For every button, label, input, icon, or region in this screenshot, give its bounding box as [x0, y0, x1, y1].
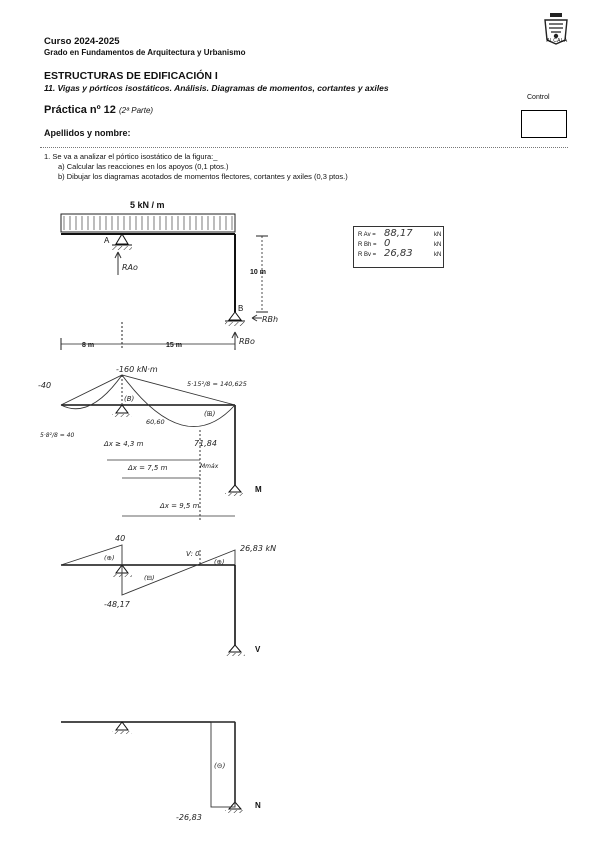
shear-zero-label: V: 0 — [186, 550, 200, 558]
reaction-unit: kN — [434, 252, 442, 258]
moment-dx3: Δx = 9,5 m — [159, 502, 200, 510]
moment-mid-value: 60,60 — [146, 418, 165, 426]
moment-peak: -160 kN·m — [116, 365, 158, 374]
reactions-box: R Av = 88,17 kN R Bh = 0 kN R Bv = 26,83… — [353, 226, 444, 268]
span-left: 8 m — [82, 342, 94, 349]
shear-sign-1: (⊕) — [104, 554, 115, 562]
course-year: Curso 2024-2025 — [44, 36, 120, 47]
question-1b: b) Dibujar los diagramas acotados de mom… — [58, 172, 348, 181]
page-subtitle: 11. Vigas y pórticos isostáticos. Anális… — [44, 83, 389, 93]
moment-sign-left: (B) — [124, 395, 135, 403]
moment-right-formula: 5·15²/8 = 140,625 — [187, 380, 247, 388]
reaction-value: 0 — [384, 238, 391, 249]
reaction-label: R Av = — [358, 232, 376, 238]
practica-title: Práctica nº 12 (2ª Parte) — [44, 104, 153, 116]
shear-sign-3: (⊕) — [214, 558, 225, 566]
load-arrows — [63, 216, 233, 230]
frame-diagram: 5 kN / m A B 10 m 8 m 15 m RAo RBh — [60, 200, 278, 350]
moment-diagram: -160 kN·m -40 5·8²/8 = 40 5·15²/8 = 140,… — [38, 365, 262, 520]
axial-value-bottom: -26,83 — [176, 813, 202, 822]
question-1a: a) Calcular las reacciones en los apoyos… — [58, 162, 229, 171]
control-label: Control — [527, 94, 550, 101]
reaction-bh-label: RBh — [262, 315, 278, 324]
axial-sign: (⊝) — [214, 762, 226, 770]
pin-support-b — [228, 311, 242, 321]
node-b-label: B — [238, 304, 243, 313]
height-label: 10 m — [250, 269, 266, 276]
node-a-label: A — [104, 236, 110, 245]
reaction-av-label: RAo — [122, 263, 138, 272]
reaction-unit: kN — [434, 242, 442, 248]
shear-value-right: 26,83 kN — [240, 544, 276, 553]
control-box — [521, 110, 567, 138]
shear-diagram: 40 26,83 kN -48,17 V: 0 (⊕) (⊟) (⊕) V — [60, 534, 276, 656]
axial-diagram-label: N — [255, 801, 261, 810]
moment-left-end: -40 — [38, 381, 51, 390]
page-title: ESTRUCTURAS DE EDIFICACIÓN I — [44, 70, 218, 82]
span-right: 15 m — [166, 342, 182, 349]
moment-max-value: 71,84 — [194, 439, 217, 448]
name-label: Apellidos y nombre: — [44, 128, 131, 138]
load-label: 5 kN / m — [130, 200, 165, 210]
practica-part: (2ª Parte) — [118, 106, 154, 115]
moment-left-formula: 5·8²/8 = 40 — [40, 432, 74, 439]
degree-name: Grado en Fundamentos de Arquitectura y U… — [44, 48, 246, 57]
divider — [40, 147, 568, 148]
reaction-bv-label: RBo — [239, 337, 255, 346]
axial-diagram: (⊝) -26,83 N — [61, 721, 261, 822]
reaction-label: R Bh = — [358, 242, 377, 248]
reaction-unit: kN — [434, 232, 442, 238]
moment-max-label: Mmáx — [200, 463, 219, 470]
moment-sign-right: (⊞) — [204, 410, 216, 418]
shear-sign-2: (⊟) — [144, 574, 155, 582]
load-box — [60, 213, 236, 233]
logo-text: ALCALÁ — [546, 38, 568, 44]
university-crest-icon — [544, 13, 568, 45]
moment-dx2: Δx = 7,5 m — [127, 464, 168, 472]
shear-value-top: 40 — [115, 534, 125, 543]
reaction-value: 26,83 — [384, 248, 413, 259]
pin-support-a — [115, 233, 129, 245]
moment-diagram-label: M — [255, 485, 262, 494]
shear-diagram-label: V — [255, 645, 261, 654]
reaction-value: 88,17 — [384, 228, 413, 239]
practica-number: Práctica nº 12 — [44, 104, 116, 116]
moment-dx1: Δx ≥ 4,3 m — [103, 440, 144, 448]
reaction-label: R Bv = — [358, 252, 377, 258]
shear-value-bottom: -48,17 — [104, 600, 131, 609]
question-1: 1. Se va a analizar el pórtico isostátic… — [44, 152, 218, 161]
